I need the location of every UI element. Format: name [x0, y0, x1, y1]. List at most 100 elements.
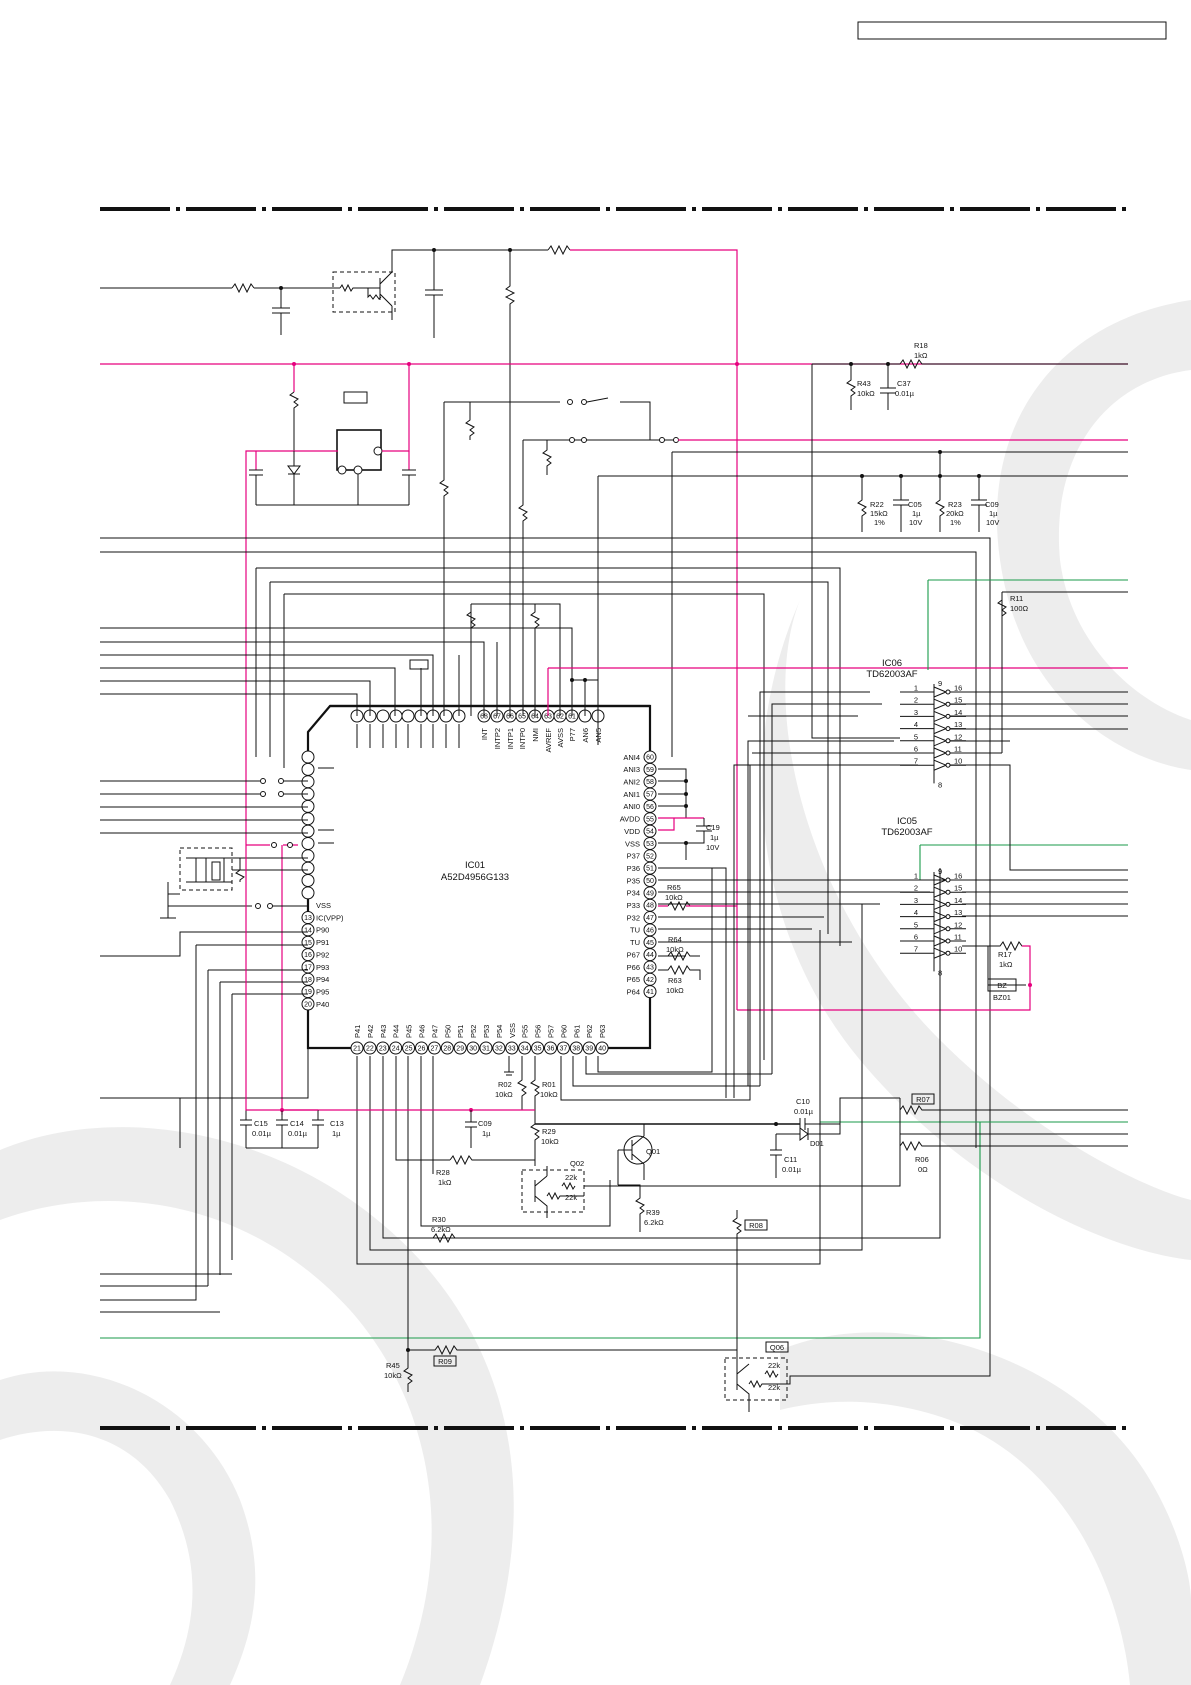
ic01-pin-number: 18 [304, 977, 312, 984]
ic01-pin [479, 1041, 493, 1055]
ic01-pin-number: 39 [585, 1046, 593, 1053]
ic05-buffer [900, 898, 966, 911]
ic01-pin-label: ANI4 [623, 753, 640, 762]
ic05-buffer [900, 947, 966, 959]
analog-input-network: R18 1kΩ R43 10kΩ C37 0.01µ R22 15kΩ 1% C… [597, 341, 1128, 757]
r28-ref: R28 [436, 1168, 450, 1177]
r28-val: 1kΩ [438, 1178, 452, 1187]
ic01-pin-number: 29 [456, 1046, 464, 1053]
q02-r2: 22k [565, 1193, 577, 1202]
c09-val: 1µ [482, 1129, 491, 1138]
c19-val: 1µ [710, 833, 719, 842]
ic01-pin-label: P54 [495, 1025, 504, 1038]
ic06-pin-right: 15 [954, 696, 962, 705]
ic06-pin-left: 6 [914, 745, 918, 754]
r63-val: 10kΩ [666, 986, 684, 995]
ic01-pin-label: P50 [443, 1025, 452, 1038]
ic01-pin-number: 38 [572, 1046, 580, 1053]
ic01-pin-label: P40 [316, 1000, 329, 1009]
ic05-pin-bottom: 8 [938, 968, 942, 977]
ic06-pin-left: 1 [914, 684, 918, 693]
c09-top-volt: 10V [986, 518, 999, 527]
r01-ref: R01 [542, 1080, 556, 1089]
ic05-pin-left: 3 [914, 896, 918, 905]
ic01-pin-label: P56 [534, 1025, 543, 1038]
ic06-pin-left: 3 [914, 708, 918, 717]
r39-ref: R39 [646, 1208, 660, 1217]
ic05-pin-right: 10 [954, 945, 962, 954]
ic01-pin [439, 709, 453, 723]
ic01-pin-number: 61 [568, 714, 576, 721]
ic01-pin-label: VSS [625, 839, 640, 848]
ic01-pin-number: 14 [304, 927, 312, 934]
ic06-driver: IC06 TD62003AF [866, 658, 917, 680]
r18-ref: R18 [914, 341, 928, 350]
ic01-pin [427, 1041, 441, 1055]
ic01-pin-number: 24 [392, 1046, 400, 1053]
ic06-pin-right: 13 [954, 720, 962, 729]
ic01-pin [415, 1041, 428, 1055]
ic01-pin [301, 762, 315, 776]
r29-ref: R29 [542, 1127, 556, 1136]
d01-ref: D01 [810, 1139, 824, 1148]
r06-val: 0Ω [918, 1165, 928, 1174]
c15-ref: C15 [254, 1119, 268, 1128]
ic01-pin-label: P77 [568, 728, 577, 741]
r11-ref: R11 [1010, 594, 1023, 603]
ic01-pin [350, 1041, 364, 1055]
ic01-pin [505, 1041, 519, 1055]
ic01-pin-label: ANI1 [623, 790, 640, 799]
c19-ref: C19 [706, 823, 720, 832]
ic06-part: TD62003AF [866, 669, 917, 680]
ic01-pin [301, 874, 315, 887]
ic01-bottom-pins: 21P4122P4223P4324P4425P4526P4627P4728P50… [350, 1023, 609, 1055]
c14-ref: C14 [290, 1119, 304, 1128]
ic06-buffer [900, 735, 966, 747]
ic01-pin [389, 709, 403, 723]
ic01-bottom-wiring: R02 10kΩ R01 10kΩ C15 0.01µ C14 0.01µ C1… [240, 765, 1128, 1412]
ic01-pin-label: VDD [624, 827, 640, 836]
ic01-pin-label: VSS [508, 1023, 517, 1038]
ic01-pin [402, 1041, 416, 1055]
c05-ref: C05 [908, 500, 922, 509]
r23-ref: R23 [948, 500, 962, 509]
ic01-pin [376, 1041, 390, 1055]
ic01-pin-number: 35 [534, 1046, 542, 1053]
ic01-top-pins: 68INT67INTP266INTP165INTP064NMI63AVREF62… [330, 704, 650, 752]
ic05-buffer [900, 886, 966, 898]
r07-ref: R07 [916, 1095, 930, 1104]
ic01-pin-label: P91 [316, 938, 329, 947]
ic01-part: A52D4956G133 [441, 872, 509, 883]
c13-val: 1µ [332, 1129, 341, 1138]
ic01-pin-number: 53 [646, 841, 654, 848]
ic01-pin-number: 46 [646, 927, 654, 934]
ic01-pin-label: P95 [316, 987, 329, 996]
ic01-pin-number: 57 [646, 792, 654, 799]
ic01-pin-label: P65 [627, 975, 640, 984]
r45-ref: R45 [386, 1361, 400, 1370]
ic01-pin-number: 66 [506, 714, 514, 721]
c05-volt: 10V [909, 518, 922, 527]
r43-val: 10kΩ [857, 389, 875, 398]
ic01-pin-label: TU [630, 926, 640, 935]
ic01-pin-number: 54 [646, 829, 654, 836]
ic05-pin-left: 6 [914, 933, 918, 942]
ic01-pin-label: P62 [585, 1025, 594, 1038]
ic01-pin [301, 997, 315, 1011]
c09-top-ref: C09 [985, 500, 999, 509]
ic01-pin-label: P35 [627, 876, 640, 885]
c05-val: 1µ [912, 509, 921, 518]
ic05-pin-right: 11 [954, 933, 962, 942]
ic06-pin-left: 4 [914, 720, 918, 729]
ic01-pin-label: IC(VPP) [316, 913, 344, 922]
ic01-pin-number: 62 [556, 714, 564, 721]
ic01-pin-number: 21 [353, 1046, 361, 1053]
ic01-pin-label: ANI2 [623, 778, 640, 787]
ic01-right-pins: 60ANI459ANI358ANI257ANI156ANI055AVDD54VD… [620, 750, 657, 999]
ic01-pin-label: P37 [627, 852, 640, 861]
ic05-pin-left: 4 [914, 908, 918, 917]
ic01-pin-number: 50 [646, 878, 654, 885]
ic01-pin-number: 51 [646, 866, 654, 873]
